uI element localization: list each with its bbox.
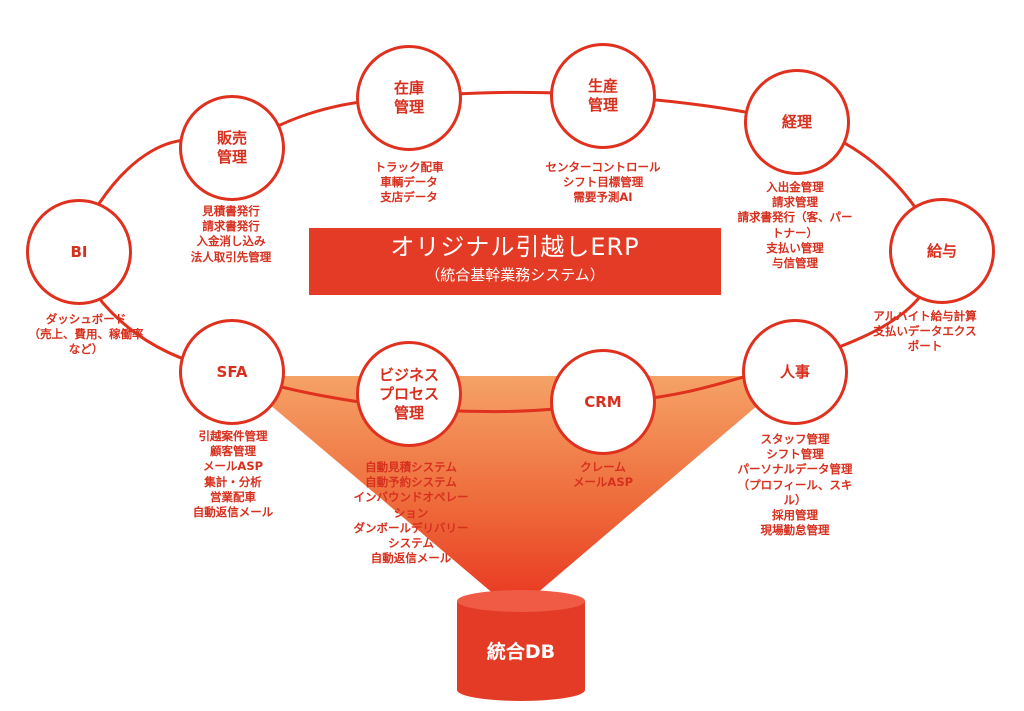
details-sfa: 引越案件管理 顧客管理 メールASP 集計・分析 営業配車 自動返信メール bbox=[192, 429, 274, 520]
node-sfa: SFA bbox=[179, 319, 285, 425]
details-accounting: 入出金管理 請求管理 請求書発行（客、パー トナー） 支払い管理 与信管理 bbox=[737, 180, 853, 271]
database-cylinder bbox=[457, 590, 585, 701]
node-production: 生産 管理 bbox=[550, 43, 656, 149]
db-label: 統合DB bbox=[486, 641, 556, 663]
center-subtitle: （統合基幹業務システム） bbox=[425, 266, 605, 284]
center-title: オリジナル引越しERP bbox=[390, 233, 640, 261]
node-inventory: 在庫 管理 bbox=[356, 45, 462, 151]
node-crm: CRM bbox=[550, 349, 656, 455]
details-bpm: 自動見積システム 自動予約システム インバウンドオペレー ション ダンボールデリ… bbox=[353, 460, 469, 566]
node-sales: 販売 管理 bbox=[179, 95, 285, 201]
node-accounting: 経理 bbox=[744, 69, 850, 175]
details-crm: クレーム メールASP bbox=[572, 460, 634, 490]
details-sales: 見積書発行 請求書発行 入金消し込み 法人取引先管理 bbox=[190, 204, 272, 264]
details-bi: ダッシュボード （売上、費用、稼働率 など） bbox=[28, 312, 144, 357]
node-payroll: 給与 bbox=[889, 198, 995, 304]
node-bi: BI bbox=[26, 199, 132, 305]
node-hr: 人事 bbox=[742, 319, 848, 425]
node-bpm: ビジネス プロセス 管理 bbox=[356, 341, 462, 447]
details-inventory: トラック配車 車輌データ 支店データ bbox=[374, 160, 444, 205]
details-hr: スタッフ管理 シフト管理 パーソナルデータ管理 （プロフィール、スキ ル） 採用… bbox=[737, 432, 853, 538]
details-payroll: アルバイト給与計算 支払いデータエクス ポート bbox=[873, 309, 977, 354]
center-title-box: オリジナル引越しERP （統合基幹業務システム） bbox=[309, 228, 721, 295]
details-production: センターコントロール シフト目標管理 需要予測AI bbox=[545, 160, 661, 205]
